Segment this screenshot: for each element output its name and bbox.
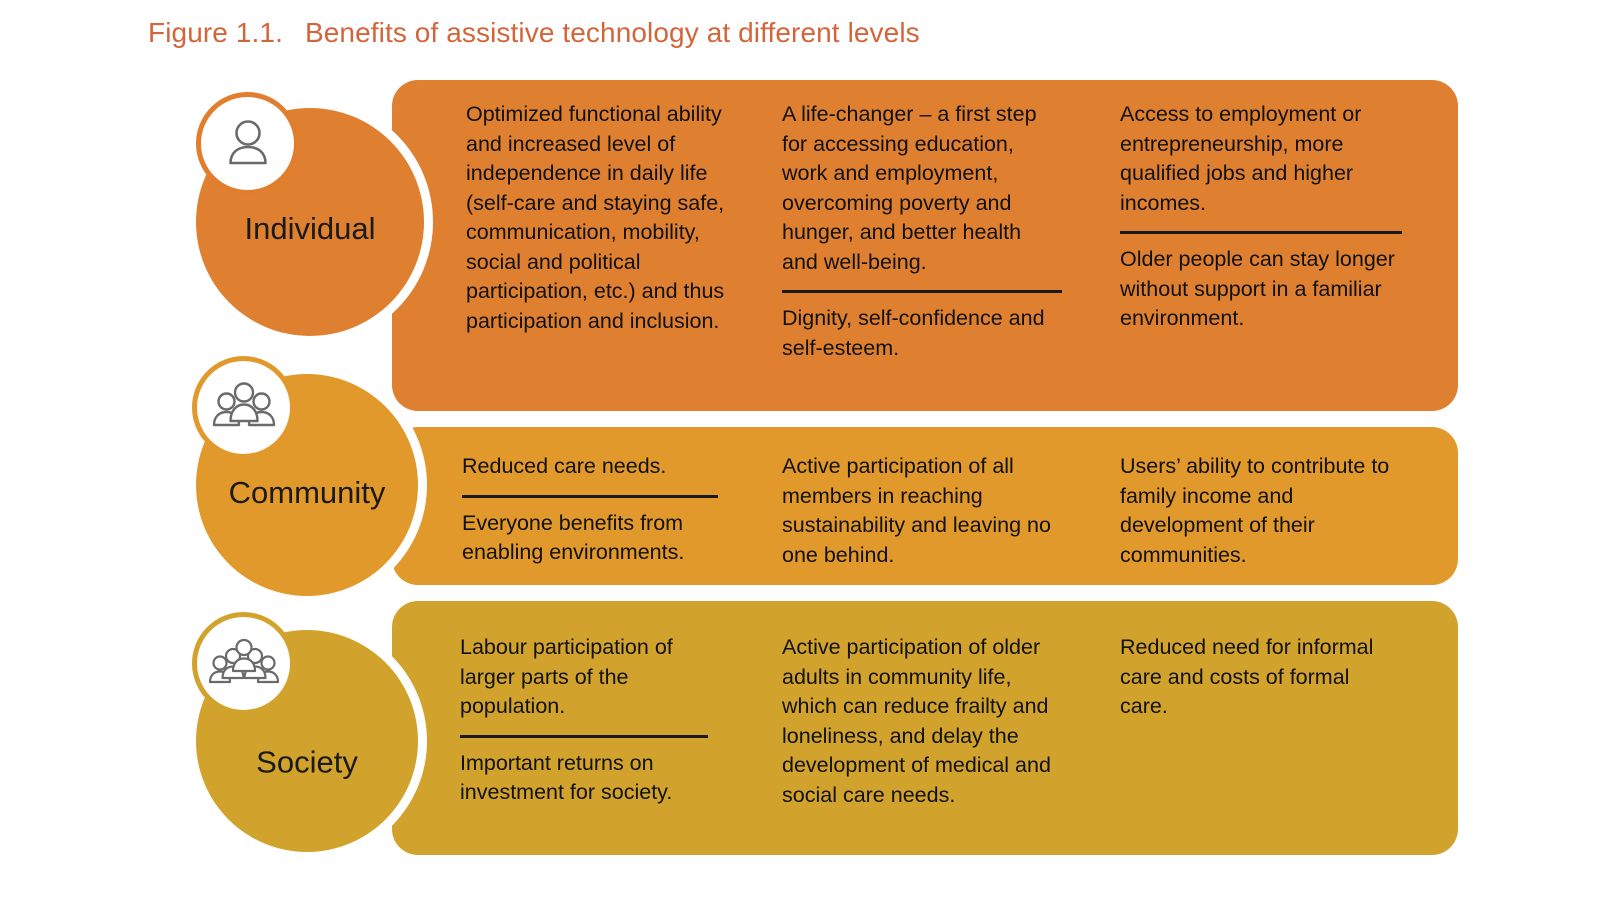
cell-text: Everyone benefits from enabling environm…: [462, 510, 685, 565]
cell-individual-2: A life-changer – a first step for access…: [782, 100, 1062, 363]
cell-society-2: Active participation of older adults in …: [782, 633, 1066, 810]
band-community: [392, 427, 1458, 585]
cell-text: Dignity, self-confidence and self-esteem…: [782, 306, 1045, 360]
cell-community-2: Active participation of all members in r…: [782, 452, 1066, 570]
figure-title-text: Benefits of assistive technology at diff…: [304, 17, 920, 48]
cell-individual-3: Access to employment or entrepreneurship…: [1120, 100, 1402, 334]
three-people-group-icon: [192, 356, 295, 459]
figure-number: Figure 1.1.: [148, 17, 283, 48]
cell-text: Active participation of older adults in …: [782, 635, 1051, 807]
cell-text: Older people can stay longer without sup…: [1120, 247, 1395, 330]
cell-text: Labour participation of larger parts of …: [460, 635, 673, 718]
cell-community-3: Users’ ability to contribute to family i…: [1120, 452, 1402, 570]
cell-text: Optimized functional ability and increas…: [466, 102, 725, 333]
cell-text: Reduced need for informal care and costs…: [1120, 635, 1374, 718]
single-person-icon: [196, 92, 299, 195]
cell-society-3: Reduced need for informal care and costs…: [1120, 633, 1402, 722]
level-label-society: Society: [256, 744, 358, 780]
cell-society-1: Labour participation of larger parts of …: [460, 633, 708, 808]
figure-title: Figure 1.1. Benefits of assistive technol…: [148, 17, 920, 49]
level-label-community: Community: [228, 474, 386, 510]
cell-text: Important returns on investment for soci…: [460, 750, 673, 805]
cell-text: Access to employment or entrepreneurship…: [1120, 102, 1362, 215]
cell-divider: [462, 494, 718, 498]
cell-divider: [460, 734, 708, 738]
cell-divider: [1120, 231, 1402, 234]
cell-text: Users’ ability to contribute to family i…: [1120, 454, 1390, 567]
crowd-of-people-icon: [192, 612, 295, 715]
level-label-individual: Individual: [244, 211, 376, 247]
cell-divider: [782, 290, 1062, 293]
band-society: [392, 601, 1458, 855]
cell-text: Active participation of all members in r…: [782, 454, 1051, 567]
cell-text: Reduced care needs.: [462, 454, 667, 478]
cell-community-1: Reduced care needs. Everyone benefits fr…: [462, 452, 718, 568]
cell-individual-1: Optimized functional ability and increas…: [466, 100, 738, 336]
band-individual: [392, 80, 1458, 411]
cell-text: A life-changer – a first step for access…: [782, 102, 1037, 274]
